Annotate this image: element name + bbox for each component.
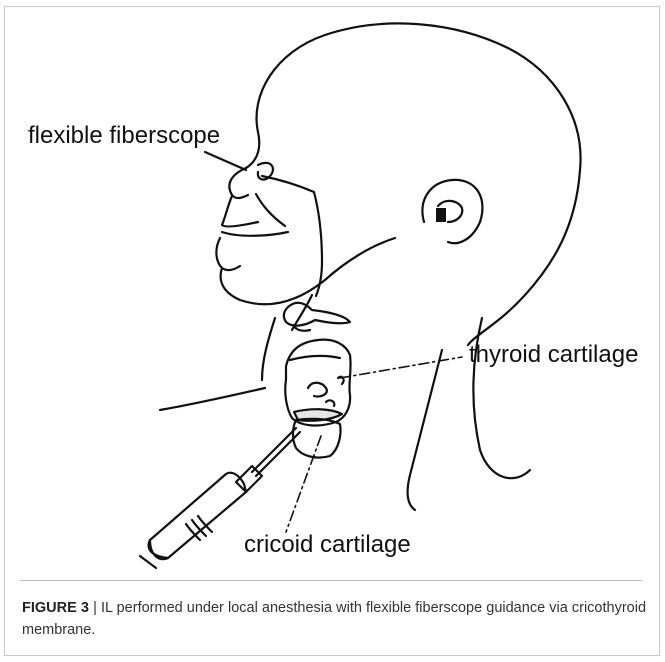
shoulder-line: [160, 388, 265, 410]
thyroid-notch: [290, 356, 340, 360]
caption-separator: [20, 580, 642, 581]
needle: [252, 428, 296, 472]
chin-jaw: [221, 238, 395, 304]
thyroid-marking-2: [326, 400, 334, 406]
label-flexible-fiberscope: flexible fiberscope: [28, 122, 220, 149]
cricoid-leader-line: [286, 436, 321, 532]
needle-2: [256, 432, 300, 476]
head-outline: [257, 23, 581, 345]
upper-lip: [222, 196, 258, 226]
thyroid-marking: [308, 383, 327, 397]
syringe-end: [140, 556, 156, 568]
fiberscope-internal-path: [262, 176, 322, 296]
nose: [229, 168, 248, 198]
thyroid-leader-line: [340, 357, 462, 378]
label-cricoid-cartilage: cricoid cartilage: [244, 531, 411, 558]
hyoid-bone: [284, 303, 350, 326]
figure-caption: FIGURE 3 | IL performed under local anes…: [22, 597, 646, 641]
front-of-neck: [262, 318, 275, 380]
face-profile: [246, 132, 259, 168]
figure-label: FIGURE 3: [22, 600, 89, 616]
sternocleidomastoid: [408, 350, 442, 510]
ear: [422, 180, 482, 243]
cheek-line: [256, 194, 285, 226]
earpiece: [436, 208, 446, 222]
caption-text: IL performed under local anesthesia with…: [22, 600, 646, 638]
fiberscope-tube: [205, 152, 246, 170]
lower-lip: [216, 238, 240, 270]
syringe-grip: [186, 516, 212, 540]
mouth-interior: [222, 232, 288, 236]
label-thyroid-cartilage: thyroid cartilage: [469, 341, 638, 368]
caption-separator-glyph: |: [93, 600, 97, 616]
